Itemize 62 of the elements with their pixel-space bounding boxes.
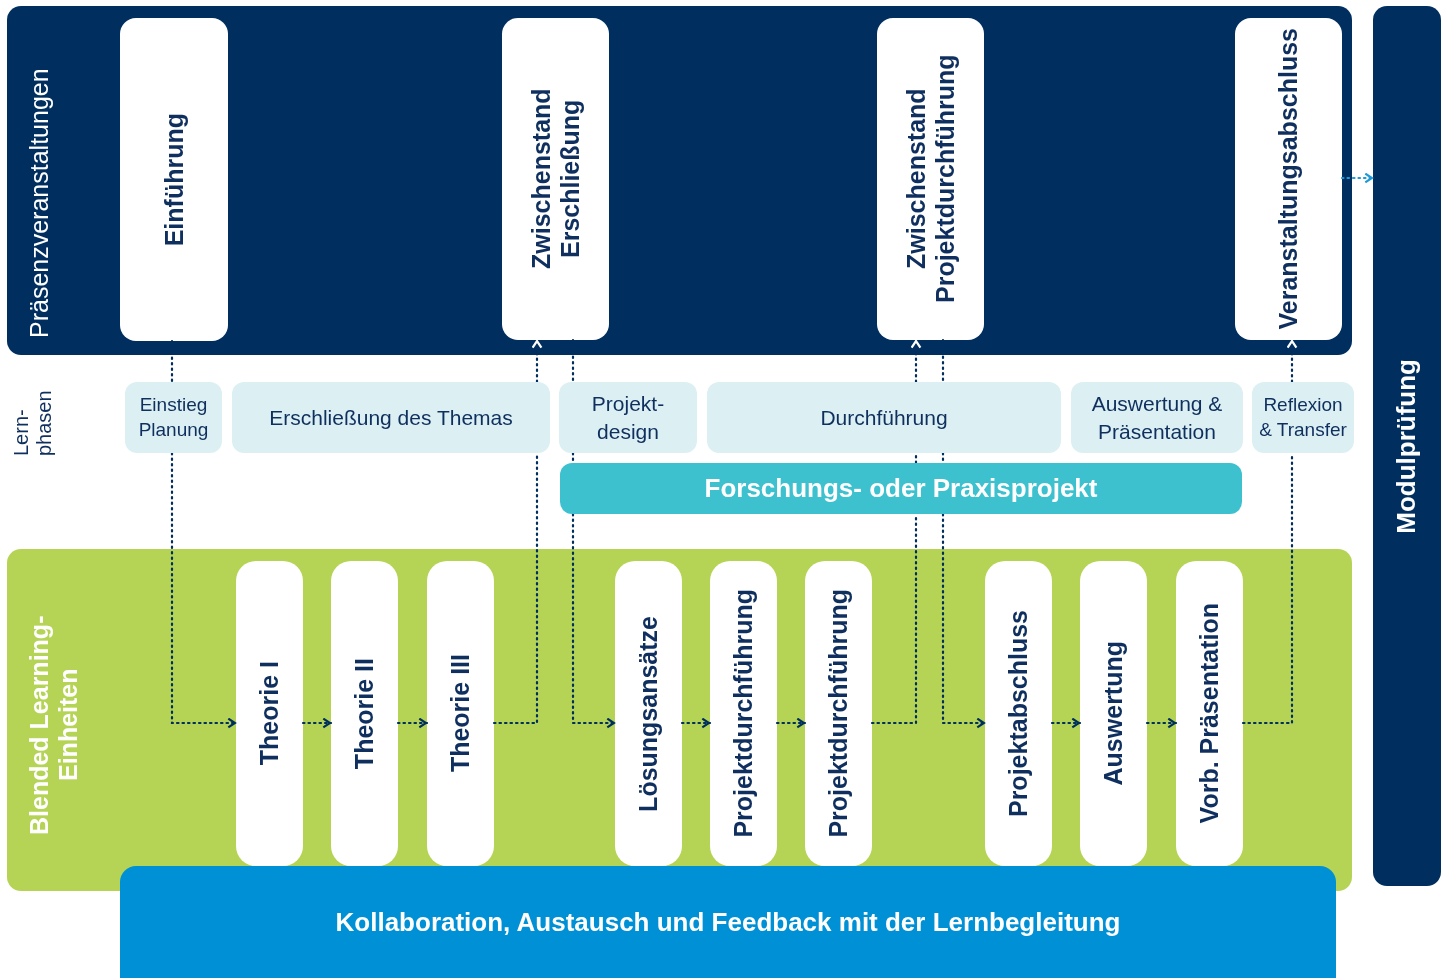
phase-label: Auswertung & Präsentation <box>1090 391 1224 445</box>
band-heading: Präsenzveranstaltungen <box>25 67 54 338</box>
box-label: Theorie III <box>446 654 475 773</box>
unit-box <box>1080 561 1147 866</box>
band-heading: Blended Learning- Einheiten <box>25 614 83 837</box>
phase-label: Reflexion & Transfer <box>1258 392 1348 442</box>
phase-box <box>707 382 1061 453</box>
phase-label: Durchführung <box>820 404 948 431</box>
phase-label: Erschließung des Themas <box>269 404 513 431</box>
unit-box <box>1176 561 1243 866</box>
dotted-arrow <box>1286 338 1298 384</box>
box-label: Vorb. Präsentation <box>1195 603 1224 824</box>
unit-box <box>985 561 1052 866</box>
box-label: Einführung <box>159 112 189 247</box>
box-label: Auswertung <box>1099 641 1128 786</box>
dotted-arrow <box>571 512 617 729</box>
event-box <box>502 18 609 340</box>
unit-box <box>331 561 398 866</box>
dotted-arrow <box>531 338 543 384</box>
phase-box <box>232 382 550 453</box>
event-box <box>877 18 984 340</box>
event-band <box>7 6 1352 355</box>
box-label: Zwischenstand Erschließung <box>526 87 585 272</box>
box-label: Theorie I <box>255 661 284 766</box>
event-box <box>120 18 228 341</box>
dotted-arrow <box>775 717 807 729</box>
dotted-arrow <box>396 717 429 729</box>
event-box <box>1235 18 1342 340</box>
unit-box <box>427 561 494 866</box>
dotted-arrow <box>1340 172 1375 184</box>
unit-box <box>615 561 682 866</box>
dotted-arrow <box>941 512 987 729</box>
unit-box <box>710 561 777 866</box>
box-label: Kollaboration, Austausch und Feedback mit der Lernbegleitung <box>335 906 1121 938</box>
box-label: Veranstaltungsabschluss <box>1274 28 1303 330</box>
phase-box <box>125 382 222 453</box>
box-label: Projektdurchführung <box>824 589 853 838</box>
box-label: Forschungs- oder Praxisprojekt <box>704 473 1098 504</box>
box-label: Modulprüfung <box>1392 358 1422 534</box>
box-label: Projektdurchführung <box>729 589 758 838</box>
collaboration-bar <box>120 866 1336 978</box>
unit-box <box>805 561 872 866</box>
dotted-arrow <box>680 717 712 729</box>
phase-box <box>1252 382 1354 453</box>
phase-box <box>559 382 697 453</box>
unit-box <box>236 561 303 866</box>
dotted-arrow <box>910 338 922 384</box>
row-label: Lern- phasen <box>10 389 56 456</box>
box-label: Projektabschluss <box>1004 610 1033 817</box>
dotted-arrow <box>170 451 238 729</box>
dotted-arrow <box>1145 717 1178 729</box>
box-label: Lösungsansätze <box>634 615 663 812</box>
box-label: Zwischenstand Projektdurchführung <box>901 53 960 306</box>
dotted-arrow <box>1050 717 1082 729</box>
phase-label: Einstieg Planung <box>137 392 210 442</box>
learning-band <box>7 549 1352 891</box>
dotted-arrow <box>301 717 333 729</box>
exam-bar <box>1373 6 1441 886</box>
phase-label: Projekt- design <box>590 391 666 445</box>
phase-box <box>1071 382 1243 453</box>
box-label: Theorie II <box>350 657 379 770</box>
project-bar <box>560 463 1242 514</box>
